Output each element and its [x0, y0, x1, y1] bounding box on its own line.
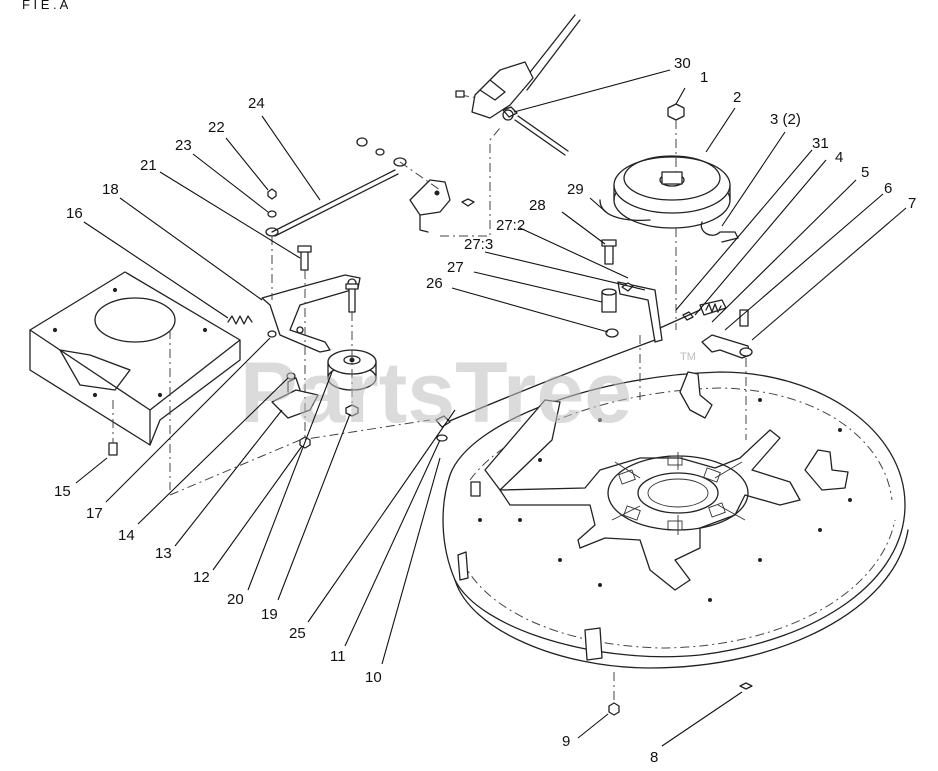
callout-28: 28	[529, 197, 546, 214]
callout-27-2: 27:2	[496, 217, 525, 234]
callout-26: 26	[426, 275, 443, 292]
callout-5: 5	[861, 164, 869, 181]
idler-bracket-assembly	[435, 239, 753, 442]
callout-15: 15	[54, 483, 71, 500]
callout-2: 2	[733, 89, 741, 106]
callout-20: 20	[227, 591, 244, 608]
lift-rod-assembly	[271, 127, 501, 237]
callout-18: 18	[102, 181, 119, 198]
callout-30: 30	[674, 55, 691, 72]
leader-lines	[75, 69, 907, 747]
lift-lever-assembly	[455, 14, 581, 156]
callout-23: 23	[175, 137, 192, 154]
watermark-text: PartsTree	[240, 345, 632, 441]
callout-19: 19	[261, 606, 278, 623]
callout-21: 21	[140, 157, 157, 174]
callout-27-3: 27:3	[464, 236, 493, 253]
callout-14: 14	[118, 527, 135, 544]
callout-16: 16	[66, 205, 83, 222]
callout-17: 17	[86, 505, 103, 522]
callout-4: 4	[835, 149, 843, 166]
callout-11: 11	[330, 648, 346, 665]
drive-pulley	[599, 103, 739, 330]
callout-1: 1	[700, 69, 708, 86]
idler-arm-assembly	[169, 188, 431, 496]
callout-13: 13	[155, 545, 172, 562]
callout-31: 31	[812, 135, 829, 152]
callout-7: 7	[908, 195, 916, 212]
callout-9: 9	[562, 733, 570, 750]
callout-29: 29	[567, 181, 584, 198]
callout-22: 22	[208, 119, 225, 136]
callout-3: 3 (2)	[770, 111, 801, 128]
callout-6: 6	[884, 180, 892, 197]
callout-8: 8	[650, 749, 658, 766]
deck-mounting-plate	[29, 271, 241, 456]
watermark-tm: TM	[680, 351, 696, 363]
watermark: PartsTree TM	[240, 345, 696, 441]
callout-labels: 1 2 3 (2) 4 5 6 7 8 9 10 11 12 13 14 15 …	[54, 55, 916, 766]
mower-deck	[442, 371, 909, 669]
header-fragment: F I E . A	[22, 0, 69, 12]
callout-27: 27	[447, 259, 464, 276]
callout-10: 10	[365, 669, 382, 686]
callout-24: 24	[248, 95, 265, 112]
bottom-fasteners	[608, 672, 753, 716]
callout-12: 12	[193, 569, 210, 586]
callout-25: 25	[289, 625, 306, 642]
